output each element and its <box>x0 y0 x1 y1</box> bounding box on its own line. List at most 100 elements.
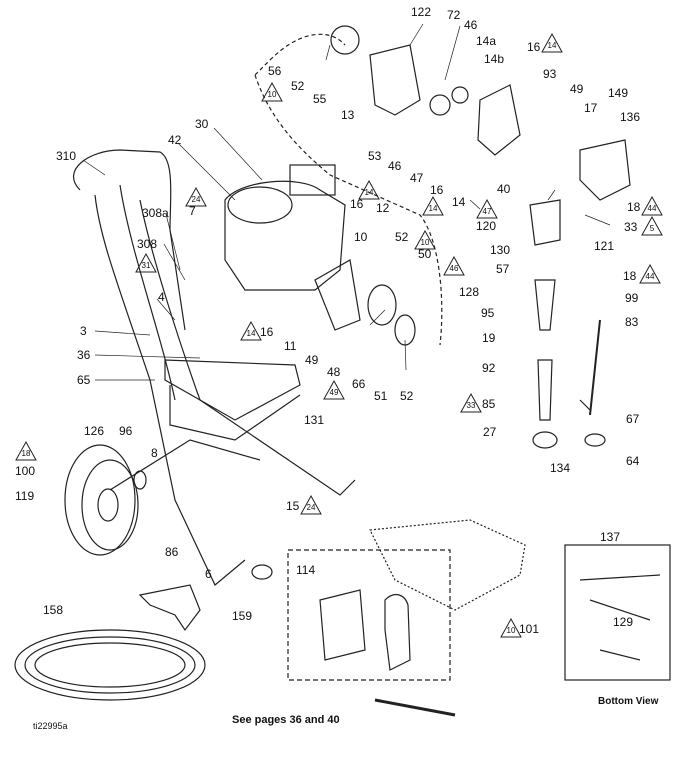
part-label-64: 64 <box>626 454 640 468</box>
see-pages-box <box>287 549 451 681</box>
part-label-134: 134 <box>550 461 571 475</box>
part-label-16b: 16 <box>430 183 444 197</box>
ref-triangle: 14 <box>240 321 262 341</box>
part-label-52c: 52 <box>400 389 414 403</box>
foot-64 <box>584 433 606 447</box>
part-label-131: 131 <box>304 413 325 427</box>
spray-gun <box>138 584 201 632</box>
part-label-30: 30 <box>195 117 209 131</box>
part-label-14a: 14a <box>476 34 497 48</box>
ref-triangle: 46 <box>443 256 465 276</box>
part-label-51: 51 <box>374 389 388 403</box>
part-label-17: 17 <box>584 101 598 115</box>
part-label-310: 310 <box>56 149 77 163</box>
ref-triangle: 44 <box>639 264 661 284</box>
ref-triangle: 18 <box>15 441 37 461</box>
part-label-12: 12 <box>376 201 390 215</box>
ref-triangle: 10 <box>261 82 283 102</box>
part-label-8: 8 <box>151 446 158 460</box>
part-label-126: 126 <box>84 424 105 438</box>
part-label-56: 56 <box>268 64 282 78</box>
part-label-130: 130 <box>490 243 511 257</box>
figure-ref: ti22995a <box>33 721 68 731</box>
ref-triangle: 49 <box>323 380 345 400</box>
part-label-95: 95 <box>481 306 495 320</box>
clutch-parts <box>314 259 416 346</box>
part-label-72: 72 <box>447 8 461 22</box>
cap-6 <box>251 564 273 580</box>
part-label-67: 67 <box>626 412 640 426</box>
part-label-40: 40 <box>497 182 511 196</box>
ref-triangle: 47 <box>476 199 498 219</box>
part-label-49b: 49 <box>305 353 319 367</box>
part-label-10: 10 <box>354 230 368 244</box>
part-label-92: 92 <box>482 361 496 375</box>
cart-frame <box>73 149 356 586</box>
part-label-96: 96 <box>119 424 133 438</box>
part-label-99: 99 <box>625 291 639 305</box>
part-label-52b: 52 <box>395 230 409 244</box>
part-label-120: 120 <box>476 219 497 233</box>
part-label-3: 3 <box>80 324 87 338</box>
bottom-view-frame <box>564 544 671 681</box>
ref-triangle: 5 <box>641 216 663 236</box>
part-label-7: 7 <box>189 204 196 218</box>
wheel <box>64 444 139 556</box>
washer <box>133 470 147 490</box>
part-label-6: 6 <box>205 567 212 581</box>
ref-triangle: 14 <box>358 180 380 200</box>
part-label-18a: 18 <box>627 200 641 214</box>
frame-plate <box>369 519 526 611</box>
control-box <box>579 139 631 201</box>
part-label-27: 27 <box>483 425 497 439</box>
part-label-55: 55 <box>313 92 327 106</box>
part-label-50: 50 <box>418 247 432 261</box>
part-label-15: 15 <box>286 499 300 513</box>
gearbox-housing <box>330 25 521 156</box>
part-label-66: 66 <box>352 377 366 391</box>
ref-triangle: 33 <box>460 393 482 413</box>
part-label-114: 114 <box>296 563 316 577</box>
part-label-14b: 14b <box>484 52 505 66</box>
hose-67 <box>589 319 601 416</box>
part-label-52a: 52 <box>291 79 305 93</box>
part-label-42: 42 <box>168 133 182 147</box>
see-pages-caption: See pages 36 and 40 <box>232 714 340 726</box>
leader-lines <box>82 23 611 381</box>
part-label-308a: 308a <box>142 206 169 220</box>
part-label-83: 83 <box>625 315 639 329</box>
part-label-65: 65 <box>77 373 91 387</box>
part-label-53: 53 <box>368 149 382 163</box>
part-label-100: 100 <box>15 464 36 478</box>
part-label-86: 86 <box>165 545 179 559</box>
part-label-136: 136 <box>620 110 641 124</box>
part-label-18b: 18 <box>623 269 637 283</box>
part-label-13: 13 <box>341 108 355 122</box>
ref-triangle: 14 <box>422 196 444 216</box>
part-label-85: 85 <box>482 397 496 411</box>
part-label-11: 11 <box>284 339 297 353</box>
filter-134 <box>579 399 591 411</box>
part-label-47: 47 <box>410 171 424 185</box>
ref-triangle: 24 <box>185 187 207 207</box>
control-module-114 <box>319 589 366 661</box>
bottom-view-caption: Bottom View <box>598 696 659 707</box>
sensor-cable <box>374 698 456 717</box>
part-label-122: 122 <box>411 5 432 19</box>
ref-triangle: 31 <box>135 253 157 273</box>
part-label-121: 121 <box>594 239 615 253</box>
ref-triangle: 10 <box>500 618 522 638</box>
part-label-128: 128 <box>459 285 480 299</box>
part-label-49a: 49 <box>570 82 584 96</box>
part-label-33: 33 <box>624 220 638 234</box>
ref-triangle: 24 <box>300 495 322 515</box>
part-label-101: 101 <box>519 622 540 636</box>
part-label-16c: 16 <box>350 197 364 211</box>
pressure-sensor <box>384 593 411 671</box>
engine <box>224 164 346 291</box>
ref-triangle: 14 <box>541 33 563 53</box>
part-label-16a: 16 <box>527 40 541 54</box>
part-label-137: 137 <box>600 530 621 544</box>
